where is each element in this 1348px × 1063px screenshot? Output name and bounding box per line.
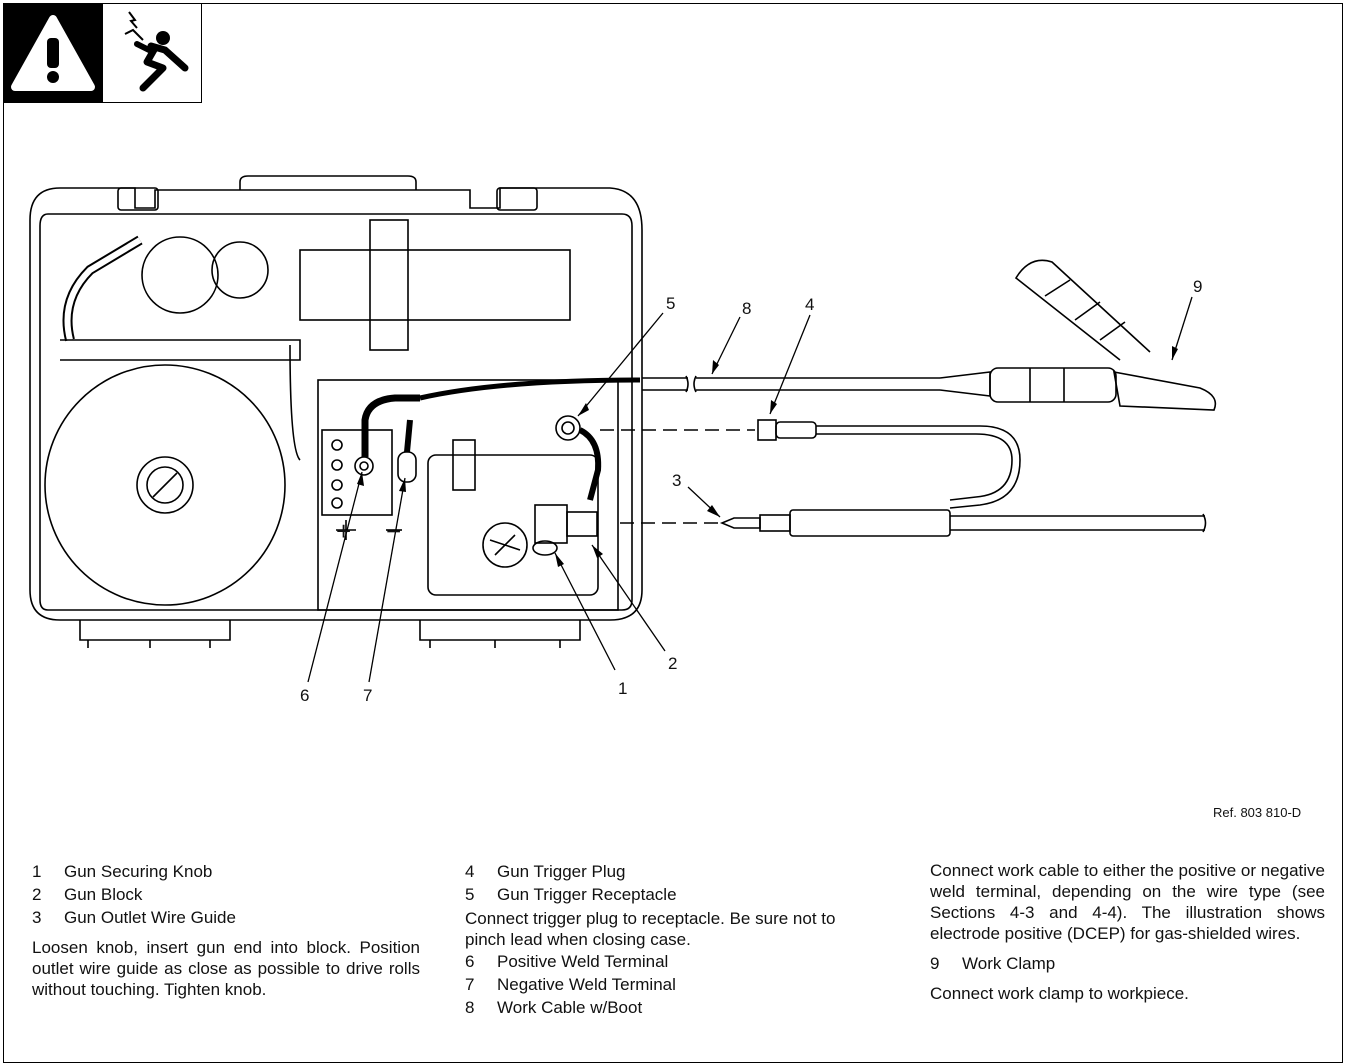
- gun-cable: [950, 515, 1205, 531]
- work-clamp-jaw: [1113, 371, 1217, 411]
- instruction-paragraph: Connect work clamp to workpiece.: [930, 984, 1189, 1003]
- leader-7: [368, 477, 406, 683]
- callout-8: 8: [742, 299, 752, 318]
- legend-item: 6 Positive Weld Terminal: [465, 952, 669, 971]
- case-inner-rim: [39, 213, 633, 611]
- spool-hub: [136, 456, 194, 514]
- negative-terminal: [397, 451, 417, 483]
- legend-item: 9 Work Clamp: [930, 954, 1056, 973]
- legend-column-3: Connect work cable to either the positiv…: [930, 860, 1325, 1004]
- instruction-paragraph: Loosen knob, insert gun end into block. …: [32, 938, 420, 999]
- legend-column-2: 4 Gun Trigger Plug 5 Gun Trigger Recepta…: [465, 860, 875, 1019]
- gun-block: [534, 504, 568, 544]
- work-cable-right: [696, 377, 940, 391]
- latch-left: [117, 187, 159, 211]
- instruction-paragraph: Connect trigger plug to receptacle. Be s…: [465, 909, 836, 949]
- negative-mark: −: [386, 516, 402, 546]
- regulator-right: [211, 241, 269, 299]
- electric-shock-icon: [102, 3, 202, 103]
- case-handle: [239, 175, 417, 190]
- case-outline: [29, 187, 643, 621]
- leader-4: [769, 314, 811, 415]
- work-cable-left: [642, 377, 688, 391]
- legend-item: 1 Gun Securing Knob: [32, 862, 213, 881]
- gun-body: [789, 509, 951, 537]
- legend-item: 4 Gun Trigger Plug: [465, 862, 626, 881]
- leader-2: [591, 544, 666, 652]
- wire-spool: [44, 364, 286, 606]
- legend-item: 7 Negative Weld Terminal: [465, 975, 676, 994]
- gun-outlet-wire-guide: [719, 517, 761, 529]
- terminal-block: [321, 429, 393, 516]
- leader-6: [307, 471, 363, 683]
- drive-assembly: [427, 454, 599, 596]
- work-clamp-handle: [1014, 259, 1151, 361]
- callout-2: 2: [668, 654, 678, 673]
- latch-right: [496, 187, 538, 211]
- bottle-strap: [369, 219, 409, 351]
- regulator-left: [141, 236, 219, 314]
- leader-5: [577, 312, 664, 417]
- callout-9: 9: [1193, 277, 1203, 296]
- instruction-paragraph: Connect work cable to either the positiv…: [930, 861, 1326, 943]
- drive-compartment: [317, 379, 619, 611]
- callout-1: 1: [618, 679, 628, 698]
- warning-triangle-icon: [3, 3, 103, 103]
- reference-number: Ref. 803 810-D: [1213, 805, 1302, 820]
- gas-bottle: [299, 249, 571, 321]
- legend-item: 8 Work Cable w/Boot: [465, 998, 643, 1017]
- callout-4: 4: [805, 295, 815, 314]
- leader-1: [554, 552, 616, 671]
- gun-securing-knob: [532, 540, 558, 556]
- callout-7: 7: [363, 686, 373, 705]
- welder-connection-illustration: [29, 175, 1217, 683]
- callout-6: 6: [300, 686, 310, 705]
- callout-5: 5: [666, 294, 676, 313]
- positive-terminal: [354, 456, 374, 476]
- trigger-receptacle: [555, 415, 581, 441]
- cable-boot: [989, 367, 1117, 403]
- legend-item: 3 Gun Outlet Wire Guide: [32, 908, 236, 927]
- legend-item: 5 Gun Trigger Receptacle: [465, 885, 677, 904]
- legend-item: 2 Gun Block: [32, 885, 143, 904]
- drive-motor: [452, 439, 476, 491]
- callout-3: 3: [672, 471, 682, 490]
- legend-column-1: 1 Gun Securing Knob 2 Gun Block 3 Gun Ou…: [32, 860, 420, 1000]
- trigger-plug: [757, 419, 777, 441]
- positive-mark: +: [336, 516, 352, 546]
- drive-roll: [482, 522, 528, 568]
